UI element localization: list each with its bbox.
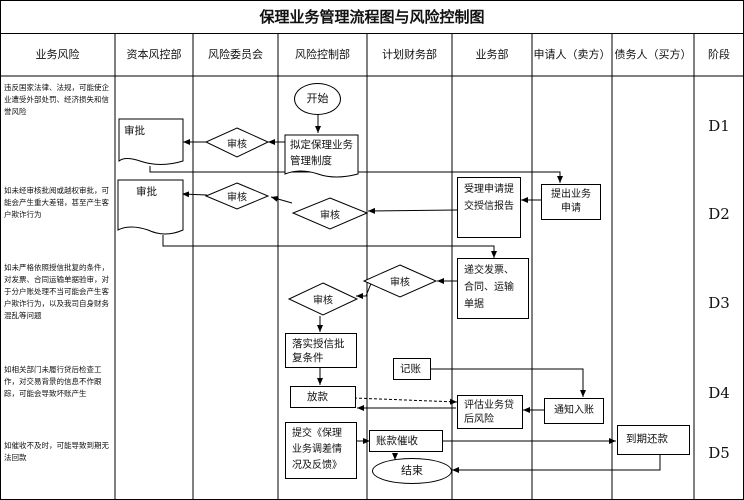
review-committee-node-d2: 审核 [227,192,247,204]
stage-label-d5: D5 [708,444,730,462]
disburse-node: 放款 [290,386,356,408]
risk-text-d3: 如未严格依照授信批复的条件，对发票、合同运输单据验审，对于分户账处理不当可能会产… [4,263,109,320]
stage-label-d3: D3 [708,294,730,312]
col-header-capital-risk: 资本风控部 [126,48,182,61]
implement-credit-node: 落实授信批复条件 [285,333,357,368]
start-node: 开始 [294,83,341,115]
bookkeeping-node: 记账 [393,358,431,380]
evaluate-risk-node: 评估业务贷后风险 [457,395,523,429]
review-committee-node-d1: 审核 [227,139,247,150]
stage-label-d4: D4 [708,384,730,402]
stage-label-d2: D2 [708,205,730,223]
decision-shapes [204,127,438,316]
approve-node-d2: 审批 [136,186,157,198]
col-header-finance: 计划财务部 [382,48,437,61]
submit-report-node: 提交《保理业务调差情况及反馈》 [285,422,357,479]
col-header-applicant: 申请人（卖方） [533,48,611,61]
col-header-debtor: 债务人（买方） [614,48,692,61]
col-header-business: 业务部 [475,48,509,61]
col-header-risk-committee: 风险委员会 [208,48,263,61]
collect-node: 账款催收 [369,430,443,452]
notify-account-node: 通知入账 [544,398,604,424]
risk-text-d2: 如未经审核批阅或越权审批，可能会产生重大差错，甚至产生客户欺诈行为 [4,186,109,219]
draft-system-node: 拟定保理业务管理制度 [290,139,353,167]
risk-text-d4: 如相关部门未履行贷后检查工作，对交易背景的信息不作跟踪，可能会导致坏账产生 [4,365,102,398]
document-shapes [117,118,359,235]
submit-apply-node: 提出业务申请 [541,184,601,220]
approve-node-d1: 审批 [124,125,145,137]
page-title: 保理业务管理流程图与风险控制图 [0,0,744,34]
risk-text-d5: 如催收不及时，可能导致到期无法回款 [4,441,109,462]
risk-text-d1: 违反国家法律、法规，可能使企业遭受外部处罚、经济损失和信誉风险 [4,83,109,116]
accept-apply-node: 受理申请提交授信报告 [457,177,521,238]
review-finance-node-d3: 审核 [390,277,410,289]
due-repay-node: 到期还款 [617,425,690,455]
review-risk-node-d3: 审核 [313,295,333,307]
review-risk-node-d2: 审核 [320,210,340,221]
submit-docs-node: 递交发票、合同、运输单据 [457,258,529,319]
stage-label-d1: D1 [708,117,730,135]
col-header-risk-control: 风险控制部 [295,48,350,61]
col-header-risk: 业务风险 [35,48,80,61]
end-node: 结束 [372,458,452,484]
col-header-stage: 阶段 [708,48,730,61]
